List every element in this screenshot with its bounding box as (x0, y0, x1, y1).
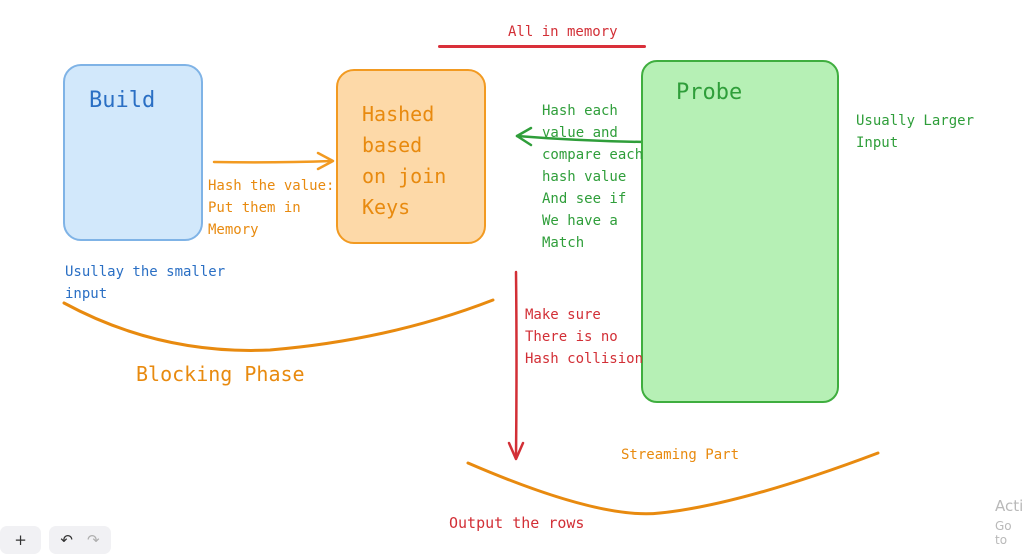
diagram-title: All in memory (508, 24, 618, 40)
probe-box (641, 60, 839, 403)
streaming-part-label: Streaming Part (621, 447, 740, 463)
build-label: Build (89, 88, 156, 113)
build-note: Usullay the smaller input (65, 264, 226, 302)
watermark-line1: Acti (995, 497, 1024, 515)
undo-button[interactable]: ↶ (60, 531, 73, 549)
probe-to-hash-arrow (515, 134, 648, 144)
add-button[interactable]: + (14, 531, 27, 549)
hashed-label: Hashed based on join Keys (362, 102, 447, 219)
streaming-part-curve (466, 451, 880, 516)
build-to-hash-arrowhead (316, 151, 335, 171)
blocking-phase-curve (62, 298, 495, 352)
output-arrow (514, 270, 518, 460)
probe-note: Usually Larger Input (856, 113, 975, 151)
output-arrowhead (507, 441, 525, 461)
build-box (63, 64, 203, 241)
history-toolbar: ↶ ↷ (49, 526, 111, 554)
probe-arrow-label: Hash each value and compare each hash va… (542, 103, 644, 251)
output-label: Output the rows (449, 514, 585, 532)
blocking-phase-label: Blocking Phase (136, 362, 305, 386)
build-arrow-label: Hash the value: Put them in Memory (208, 178, 335, 238)
collision-note: Make sure There is no Hash collision (525, 307, 644, 367)
probe-to-hash-arrowhead (515, 126, 533, 147)
hashed-box (336, 69, 486, 244)
probe-label: Probe (676, 80, 743, 105)
build-to-hash-arrow (212, 159, 334, 164)
redo-button[interactable]: ↷ (87, 531, 100, 549)
watermark-line2: Go to (995, 519, 1012, 547)
title-underline (438, 45, 646, 48)
zoom-toolbar: + (0, 526, 41, 554)
